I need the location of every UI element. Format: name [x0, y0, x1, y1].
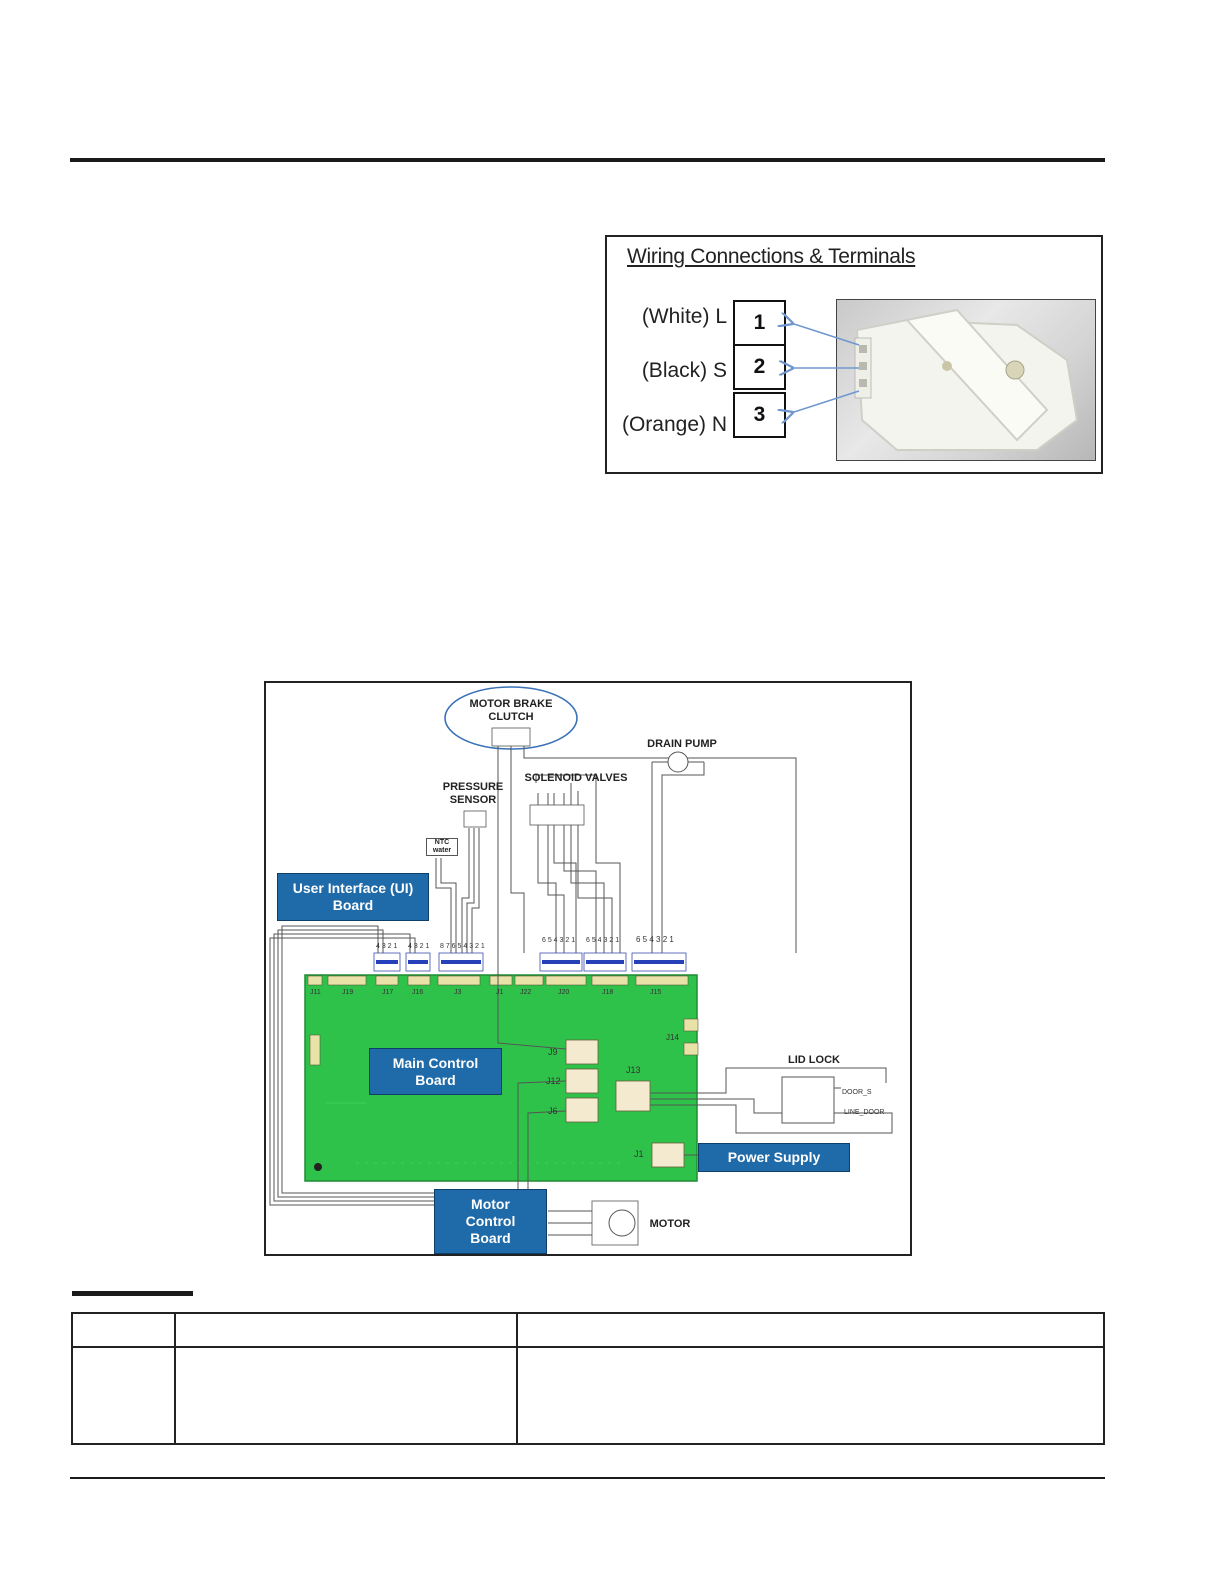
main-control-board: Main Control Board — [369, 1048, 502, 1095]
terminal-box-3: 3 — [733, 392, 786, 438]
connector-j14: J14 — [666, 1033, 679, 1042]
table-header-row — [71, 1312, 1105, 1348]
top-rule — [70, 158, 1105, 162]
motor-control-board: Motor Control Board — [434, 1189, 547, 1254]
pin-header-b: 4 3 2 1 — [408, 943, 430, 950]
connector-j11: J11 — [310, 989, 321, 996]
table-row — [71, 1346, 1105, 1445]
connector-j1-top: J1 — [496, 989, 504, 996]
power-supply-box: Power Supply — [698, 1143, 850, 1172]
pin-header-a: 4 3 2 1 — [376, 943, 398, 950]
connector-j15: J15 — [650, 989, 662, 996]
ui-board: User Interface (UI) Board — [277, 873, 429, 921]
bottom-rule — [70, 1477, 1105, 1479]
line-door-label: LINE_DOOR — [844, 1109, 885, 1116]
pin-header-j18: 6 5 4 3 2 1 — [586, 937, 620, 944]
connector-j12: J12 — [546, 1076, 561, 1086]
ui-board-label: User Interface (UI) Board — [292, 880, 414, 913]
power-supply-label: Power Supply — [727, 1149, 821, 1165]
terminal-label-3: (Orange) N — [621, 413, 727, 436]
motor-control-board-label: Motor Control Board — [465, 1196, 516, 1246]
connector-j3: J3 — [454, 989, 462, 996]
blank-table — [71, 1312, 1105, 1445]
terminal-label-1: (White) L — [641, 305, 727, 328]
table-cell — [174, 1346, 518, 1445]
connector-j17: J17 — [382, 989, 394, 996]
pin-header-j3: 8 7 6 5 4 3 2 1 — [440, 943, 485, 950]
door-s-label: DOOR_S — [842, 1089, 872, 1096]
connector-j16: J16 — [412, 989, 424, 996]
lid-lock-label: LID LOCK — [788, 1054, 840, 1066]
pin-header-j20: 6 5 4 3 2 1 — [542, 937, 576, 944]
terminal-label-2: (Black) S — [641, 359, 727, 382]
connector-j20: J20 — [558, 989, 570, 996]
table-cell — [516, 1346, 1105, 1445]
pressure-sensor-label: PRESSURE SENSOR — [442, 781, 504, 806]
terminal-arrows — [607, 237, 860, 476]
pin-header-j15: 6 5 4 3 2 1 — [636, 935, 674, 944]
connector-j6: J6 — [548, 1106, 558, 1116]
main-control-board-label: Main Control Board — [392, 1054, 479, 1088]
wiring-connections-panel: Wiring Connections & Terminals (White) L… — [605, 235, 1103, 474]
table-cell — [71, 1312, 176, 1348]
solenoid-valves-label: SOLENOID VALVES — [524, 772, 628, 784]
ntc-water-label: NTC water — [426, 838, 458, 856]
section-rule — [72, 1291, 193, 1296]
lid-switch-photo — [836, 299, 1096, 461]
wiring-schematic: User Interface (UI) Board Main Control B… — [264, 681, 912, 1256]
table-cell — [516, 1312, 1105, 1348]
connector-j22: J22 — [520, 989, 532, 996]
motor-brake-clutch-label: MOTOR BRAKE CLUTCH — [469, 698, 553, 723]
motor-label: MOTOR — [649, 1218, 691, 1230]
connector-j9: J9 — [548, 1047, 558, 1057]
connector-j18: J18 — [602, 989, 614, 996]
table-cell — [174, 1312, 518, 1348]
table-cell — [71, 1346, 176, 1445]
connector-j1-side: J1 — [634, 1149, 644, 1159]
connector-j19: J19 — [342, 989, 354, 996]
connector-j13: J13 — [626, 1065, 641, 1075]
drain-pump-label: DRAIN PUMP — [647, 738, 717, 750]
wiring-title: Wiring Connections & Terminals — [627, 245, 916, 268]
